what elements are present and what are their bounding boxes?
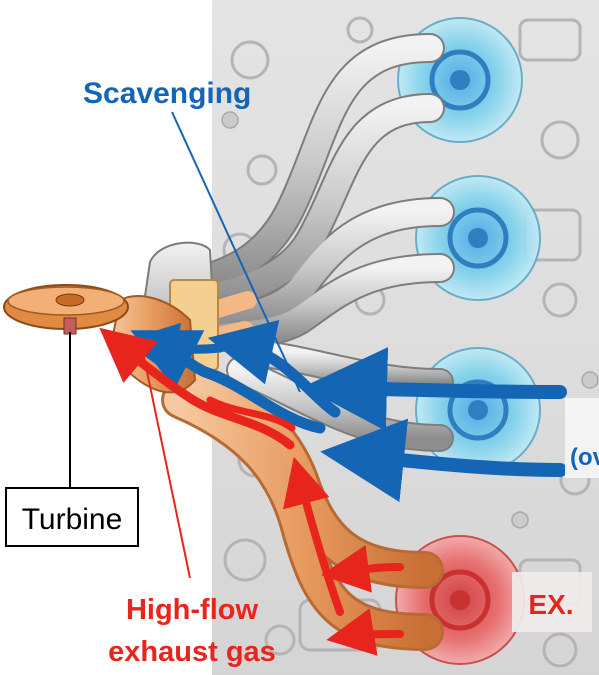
- scavenging-arrow-mid: [207, 319, 341, 418]
- turbine-label: Turbine: [22, 503, 123, 536]
- exhaust-label-line2: exhaust gas: [108, 636, 276, 668]
- scavenging-label: Scavenging: [83, 77, 251, 110]
- exhaust-arrow-branch: [206, 396, 296, 432]
- scavenging-arrow-turbine: [123, 322, 225, 377]
- ex-label-box: EX.: [512, 572, 592, 632]
- scavenging-flow-arrows: [123, 319, 567, 503]
- cylinder-3-exhaust-ports: [415, 347, 541, 473]
- exhaust-label-line1: High-flow: [126, 594, 259, 626]
- turbine-housing: [3, 284, 129, 335]
- scavenging-arrow-inner: [303, 347, 567, 432]
- scavenging-arrow-outer: [320, 418, 567, 503]
- turbine-label-box: Turbine: [5, 487, 139, 547]
- partial-label: (ov: [570, 444, 599, 471]
- ex-label: EX.: [528, 589, 573, 620]
- exhaust-arrow-upper: [321, 545, 404, 593]
- partial-label-box: (ov: [565, 398, 599, 478]
- exhaust-arrow-lower: [326, 608, 404, 656]
- exhaust-arrow-rise: [282, 456, 344, 616]
- leader-lines: [69, 111, 301, 579]
